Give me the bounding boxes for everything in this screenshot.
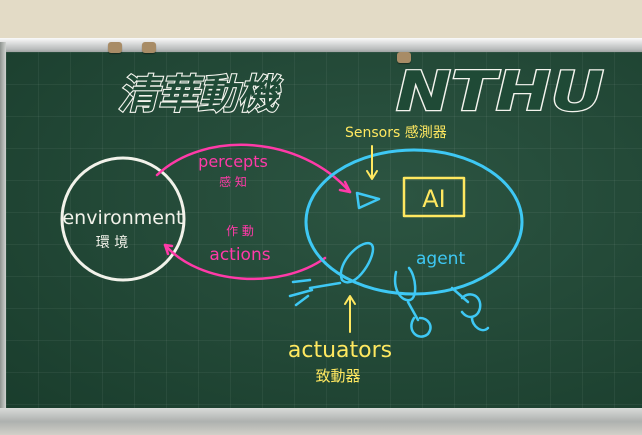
magnet xyxy=(397,52,411,63)
ai-label: AI xyxy=(422,185,446,213)
chalk-tray xyxy=(0,408,642,435)
environment-circle xyxy=(60,156,186,282)
leg-left xyxy=(393,266,417,302)
chalkboard xyxy=(6,52,642,412)
board-frame-top xyxy=(0,38,642,54)
sensors-pointer-arrowhead xyxy=(366,170,378,180)
sensors-label: Sensors 感測器 xyxy=(345,124,447,141)
percepts-arrowhead xyxy=(338,180,352,194)
leg-right xyxy=(450,286,482,319)
actuators-chinese-label: 致動器 xyxy=(315,367,360,385)
actuator-arm xyxy=(339,241,375,284)
wall xyxy=(0,0,642,42)
foot-left xyxy=(406,300,432,338)
sensor-icon xyxy=(355,191,381,210)
agent-label: agent xyxy=(416,249,465,269)
foot-right xyxy=(470,316,490,332)
magnet xyxy=(142,42,156,53)
magnet xyxy=(108,42,122,53)
actuators-label: actuators xyxy=(288,338,392,363)
environment-chinese-label: 環 境 xyxy=(96,235,128,251)
ai-box xyxy=(402,176,466,218)
actions-chinese-label: 作 動 xyxy=(226,224,254,238)
percepts-chinese-label: 感 知 xyxy=(219,174,247,189)
agent-body xyxy=(304,148,524,296)
environment-label: environment xyxy=(62,207,183,229)
percepts-arrow xyxy=(155,143,352,194)
actions-arrow xyxy=(163,243,327,281)
percepts-label: percepts xyxy=(198,152,268,171)
claw-icon xyxy=(288,278,314,307)
actions-arrowhead xyxy=(163,243,174,256)
actuator-arm-link xyxy=(308,281,342,290)
title-chinese: 清華動機 xyxy=(118,72,283,118)
title-nthu: NTHU xyxy=(396,60,604,123)
board-frame-left xyxy=(0,42,6,422)
actions-label: actions xyxy=(209,245,270,265)
actuators-pointer-arrowhead xyxy=(344,295,356,305)
